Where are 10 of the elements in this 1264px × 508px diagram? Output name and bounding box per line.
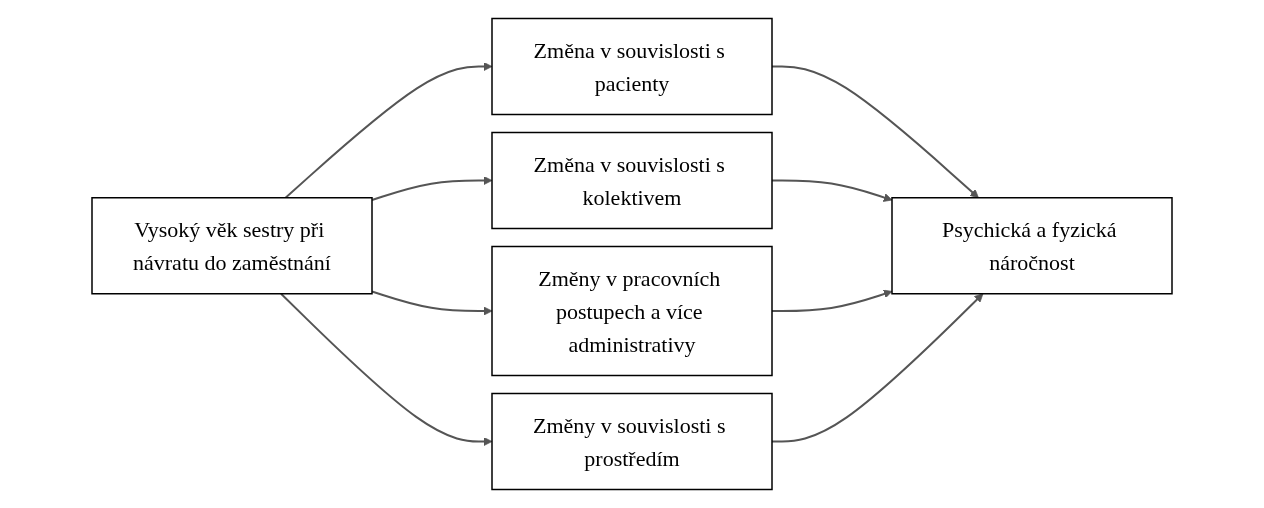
node-box: Vysoký věk sestry při návratu do zaměstnání	[91, 197, 373, 295]
arrow	[371, 290, 493, 316]
node-box: Změna v souvislosti s kolektivem	[491, 131, 773, 230]
node-box: Změna v souvislosti s pacienty	[491, 17, 773, 116]
node-box: Změny v pracovních postupech a více administrativy	[491, 245, 773, 377]
arrow	[280, 292, 493, 446]
node-box: Změny v souvislosti s prostředím	[491, 392, 773, 491]
arrow	[371, 176, 493, 202]
arrow	[284, 62, 493, 199]
node-box: Psychická a fyzická náročnost	[891, 197, 1173, 295]
